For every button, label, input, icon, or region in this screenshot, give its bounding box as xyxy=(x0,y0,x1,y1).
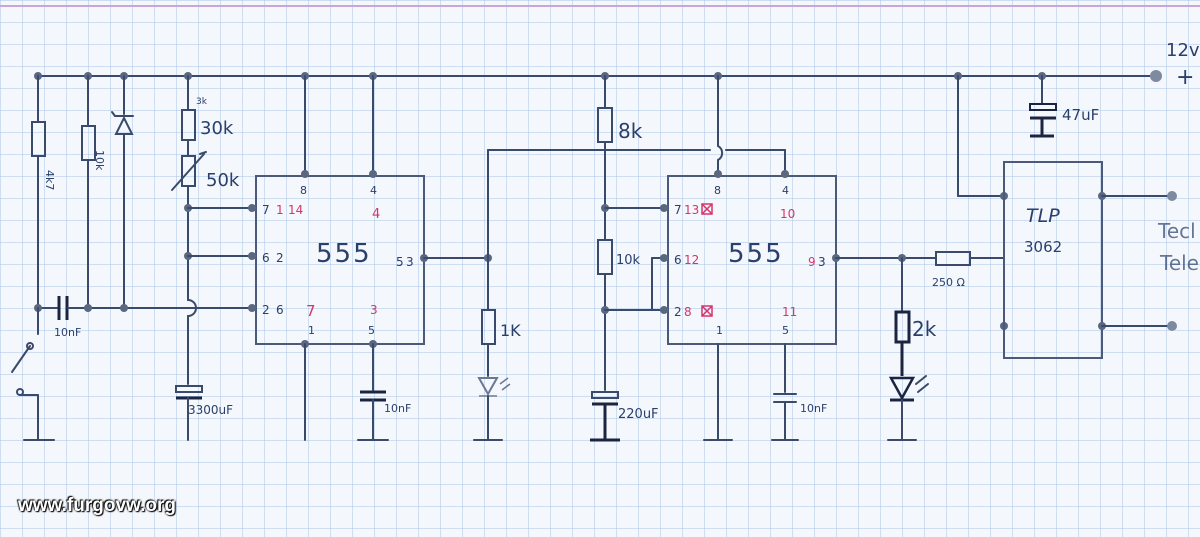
ic2-pin5: 5 xyxy=(782,324,789,337)
ic1-alt-pin4: 4 xyxy=(372,207,380,222)
potentiometer-50k-label: 50k xyxy=(206,170,240,191)
ic2-pin2: 2 xyxy=(674,305,682,319)
optocoupler-body xyxy=(1003,161,1103,359)
ic1-name: 555 xyxy=(316,239,372,269)
output-label-line1: Tecl xyxy=(1157,219,1196,243)
ic1-pin3-out: 3 xyxy=(406,255,414,269)
ic2-crossed-pin-icon-2 xyxy=(701,305,713,317)
ic1-alt-pin1: 1 xyxy=(276,203,284,217)
ic1-pin4: 4 xyxy=(370,184,377,197)
ic1-alt-pin14: 14 xyxy=(288,203,303,217)
capacitor-3300uF-label: 3300uF xyxy=(188,403,233,417)
ic1-555: 555 8 4 4 7 1 14 6 2 2 6 7 3 5 3 1 5 xyxy=(248,75,428,441)
ic1-pin2-trigger: 2 xyxy=(262,303,270,317)
ic2-555: 555 8 4 10 7 13 6 12 2 8 11 9 xyxy=(604,75,840,441)
optocoupler-model: TLP xyxy=(1026,205,1060,227)
ic2-pin7: 7 xyxy=(674,203,682,217)
capacitor-47uF-label: 47uF xyxy=(1062,106,1099,124)
timing-network-2: 8k 10k 220uF xyxy=(590,75,665,442)
capacitor-10nF-ic2-label: 10nF xyxy=(800,402,827,415)
supply-voltage-label: 12v xyxy=(1166,40,1200,61)
ic1-pin5-out-alt: 5 xyxy=(396,255,404,269)
ic1-pin5: 5 xyxy=(368,324,375,337)
ic1-alt-pin7: 7 xyxy=(306,302,316,320)
ic2-alt-pin12: 12 xyxy=(684,253,699,267)
ic1-pin6: 6 xyxy=(262,251,270,265)
output-label: Tecl Tele xyxy=(1157,219,1199,275)
supply-plus-label: + xyxy=(1176,65,1194,90)
input-network: 4k7 10k 10nF xyxy=(11,75,251,441)
ic2-alt-pin10: 10 xyxy=(780,207,795,221)
resistor-10k-pullup-label: 10k xyxy=(93,150,106,171)
resistor-250-label: 250 Ω xyxy=(932,276,965,289)
resistor-8k-label: 8k xyxy=(618,119,643,143)
capacitor-10nF-ic1-label: 10nF xyxy=(384,402,411,415)
ic1-pin8: 8 xyxy=(300,184,307,197)
optocoupler-tlp3062: TLP 3062 xyxy=(1003,161,1177,359)
capacitor-10nF-input-label: 10nF xyxy=(54,326,81,339)
ic2-alt-pin13: 13 xyxy=(684,203,699,217)
ic1-pin6-threshold: 6 xyxy=(276,303,284,317)
resistor-30k-label: 30k xyxy=(200,118,234,139)
ic2-name: 555 xyxy=(728,239,784,269)
ic2-alt-pin8: 8 xyxy=(684,305,692,319)
push-switch xyxy=(11,307,55,441)
resistor-3k-label: 3k xyxy=(196,97,208,107)
resistor-4k7-label: 4k7 xyxy=(43,170,56,190)
output-stage: 250 Ω 2k 47uF xyxy=(835,75,1099,441)
resistor-2k-label: 2k xyxy=(912,317,937,341)
ic2-pin3: 3 xyxy=(818,255,826,269)
site-watermark: www.furgovw.org xyxy=(18,495,176,516)
ic1-alt-pin3: 3 xyxy=(370,303,378,317)
ic2-pin8: 8 xyxy=(714,184,721,197)
ic2-alt-pin9: 9 xyxy=(808,255,816,269)
ic1-pin2: 2 xyxy=(276,251,284,265)
capacitor-220uF-label: 220uF xyxy=(618,407,659,422)
timing-network-1: 3k 30k 50k 3300uF xyxy=(171,75,251,441)
output-label-line2: Tele xyxy=(1159,251,1199,275)
power-terminal: 12v + xyxy=(1166,40,1200,90)
ic2-crossed-pin-icon xyxy=(701,203,713,215)
optocoupler-number: 3062 xyxy=(1024,238,1062,256)
resistor-1k-label: 1K xyxy=(500,321,521,340)
ic2-alt-pin11: 11 xyxy=(782,305,797,319)
ic1-pin7: 7 xyxy=(262,203,270,217)
resistor-10k-timing-label: 10k xyxy=(616,253,641,268)
ic1-pin1: 1 xyxy=(308,324,315,337)
led1-branch: 1K xyxy=(423,149,606,441)
ic2-pin1: 1 xyxy=(716,324,723,337)
ic2-pin6: 6 xyxy=(674,253,682,267)
ic2-pin4: 4 xyxy=(782,184,789,197)
